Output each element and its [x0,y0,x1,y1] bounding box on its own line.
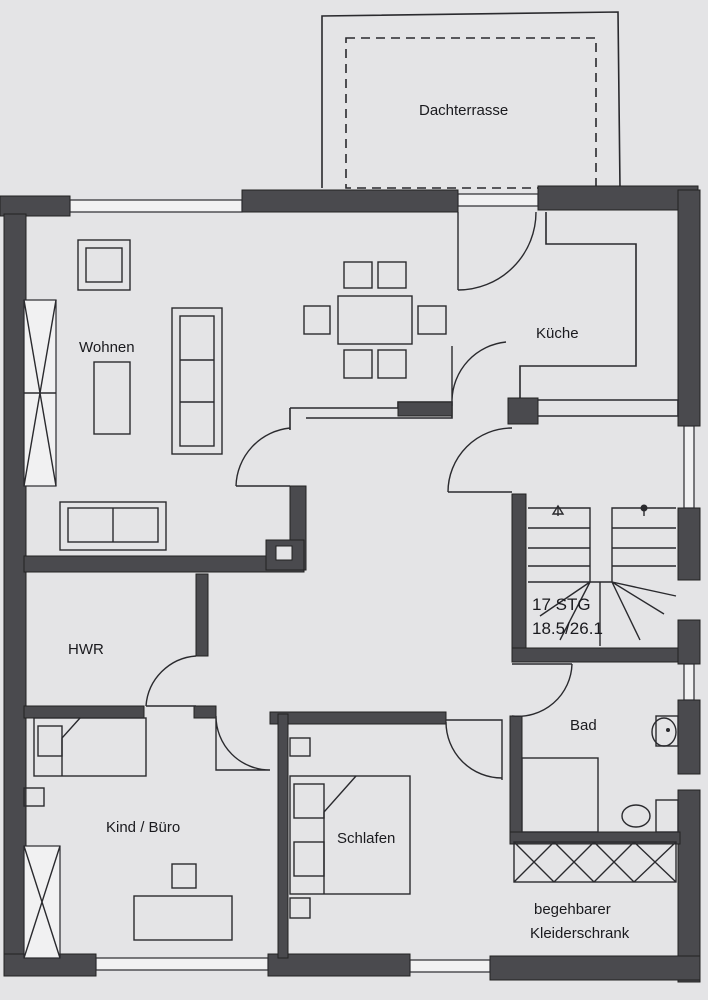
label-hwr: HWR [68,641,104,658]
living-furniture [59,239,447,551]
label-kleiderschrank-2: Kleiderschrank [530,925,630,942]
bed-kids [33,717,147,777]
label-wohnen: Wohnen [79,339,135,356]
desk [133,895,233,941]
chair [303,305,331,335]
bedroom-furniture [289,737,411,919]
bath-fixtures [521,715,679,833]
label-bad: Bad [570,717,597,734]
doors [145,211,573,780]
chair [377,349,407,379]
label-schlafen: Schlafen [337,830,395,847]
double-bed [289,775,411,895]
label-kind-buero: Kind / Büro [106,819,180,836]
interior-walls [23,212,681,959]
window-bottom-middle [409,959,491,973]
armchair [77,239,131,291]
window-top-kitchen [457,193,539,207]
window-right-stairs [683,425,695,509]
nightstand [289,897,311,919]
chair [377,261,407,289]
walk-in-closet-shelves [513,841,677,883]
shower [521,757,599,833]
stair-steps-label: 17 STG [532,595,591,614]
chair [417,305,447,335]
nightstand [23,787,45,807]
label-kueche: Küche [536,325,579,342]
stair-dimensions-label: 18.5/26.1 [532,619,603,638]
sofa-small [59,501,167,551]
sofa [171,307,223,455]
kids-furniture [23,717,233,941]
label-kleiderschrank-1: begehbarer [534,901,611,918]
room-labels: Dachterrasse Wohnen Küche HWR Bad Kind /… [68,102,630,942]
nightstand [289,737,311,757]
chair [343,261,373,289]
desk-chair [171,863,197,889]
chair [343,349,373,379]
staircase: 17 STG 18.5/26.1 [528,504,677,646]
toilet-icon [655,799,679,833]
coffee-table [93,361,131,435]
label-dachterrasse: Dachterrasse [419,102,508,119]
window-bottom-left [95,957,269,971]
dining-table [337,295,413,345]
roof-terrace [321,11,621,189]
exterior-walls [0,185,701,983]
window-top-living [69,199,243,213]
terrace-dashed-outline [345,37,597,189]
window-right-bath [683,663,695,701]
windows [23,193,695,973]
